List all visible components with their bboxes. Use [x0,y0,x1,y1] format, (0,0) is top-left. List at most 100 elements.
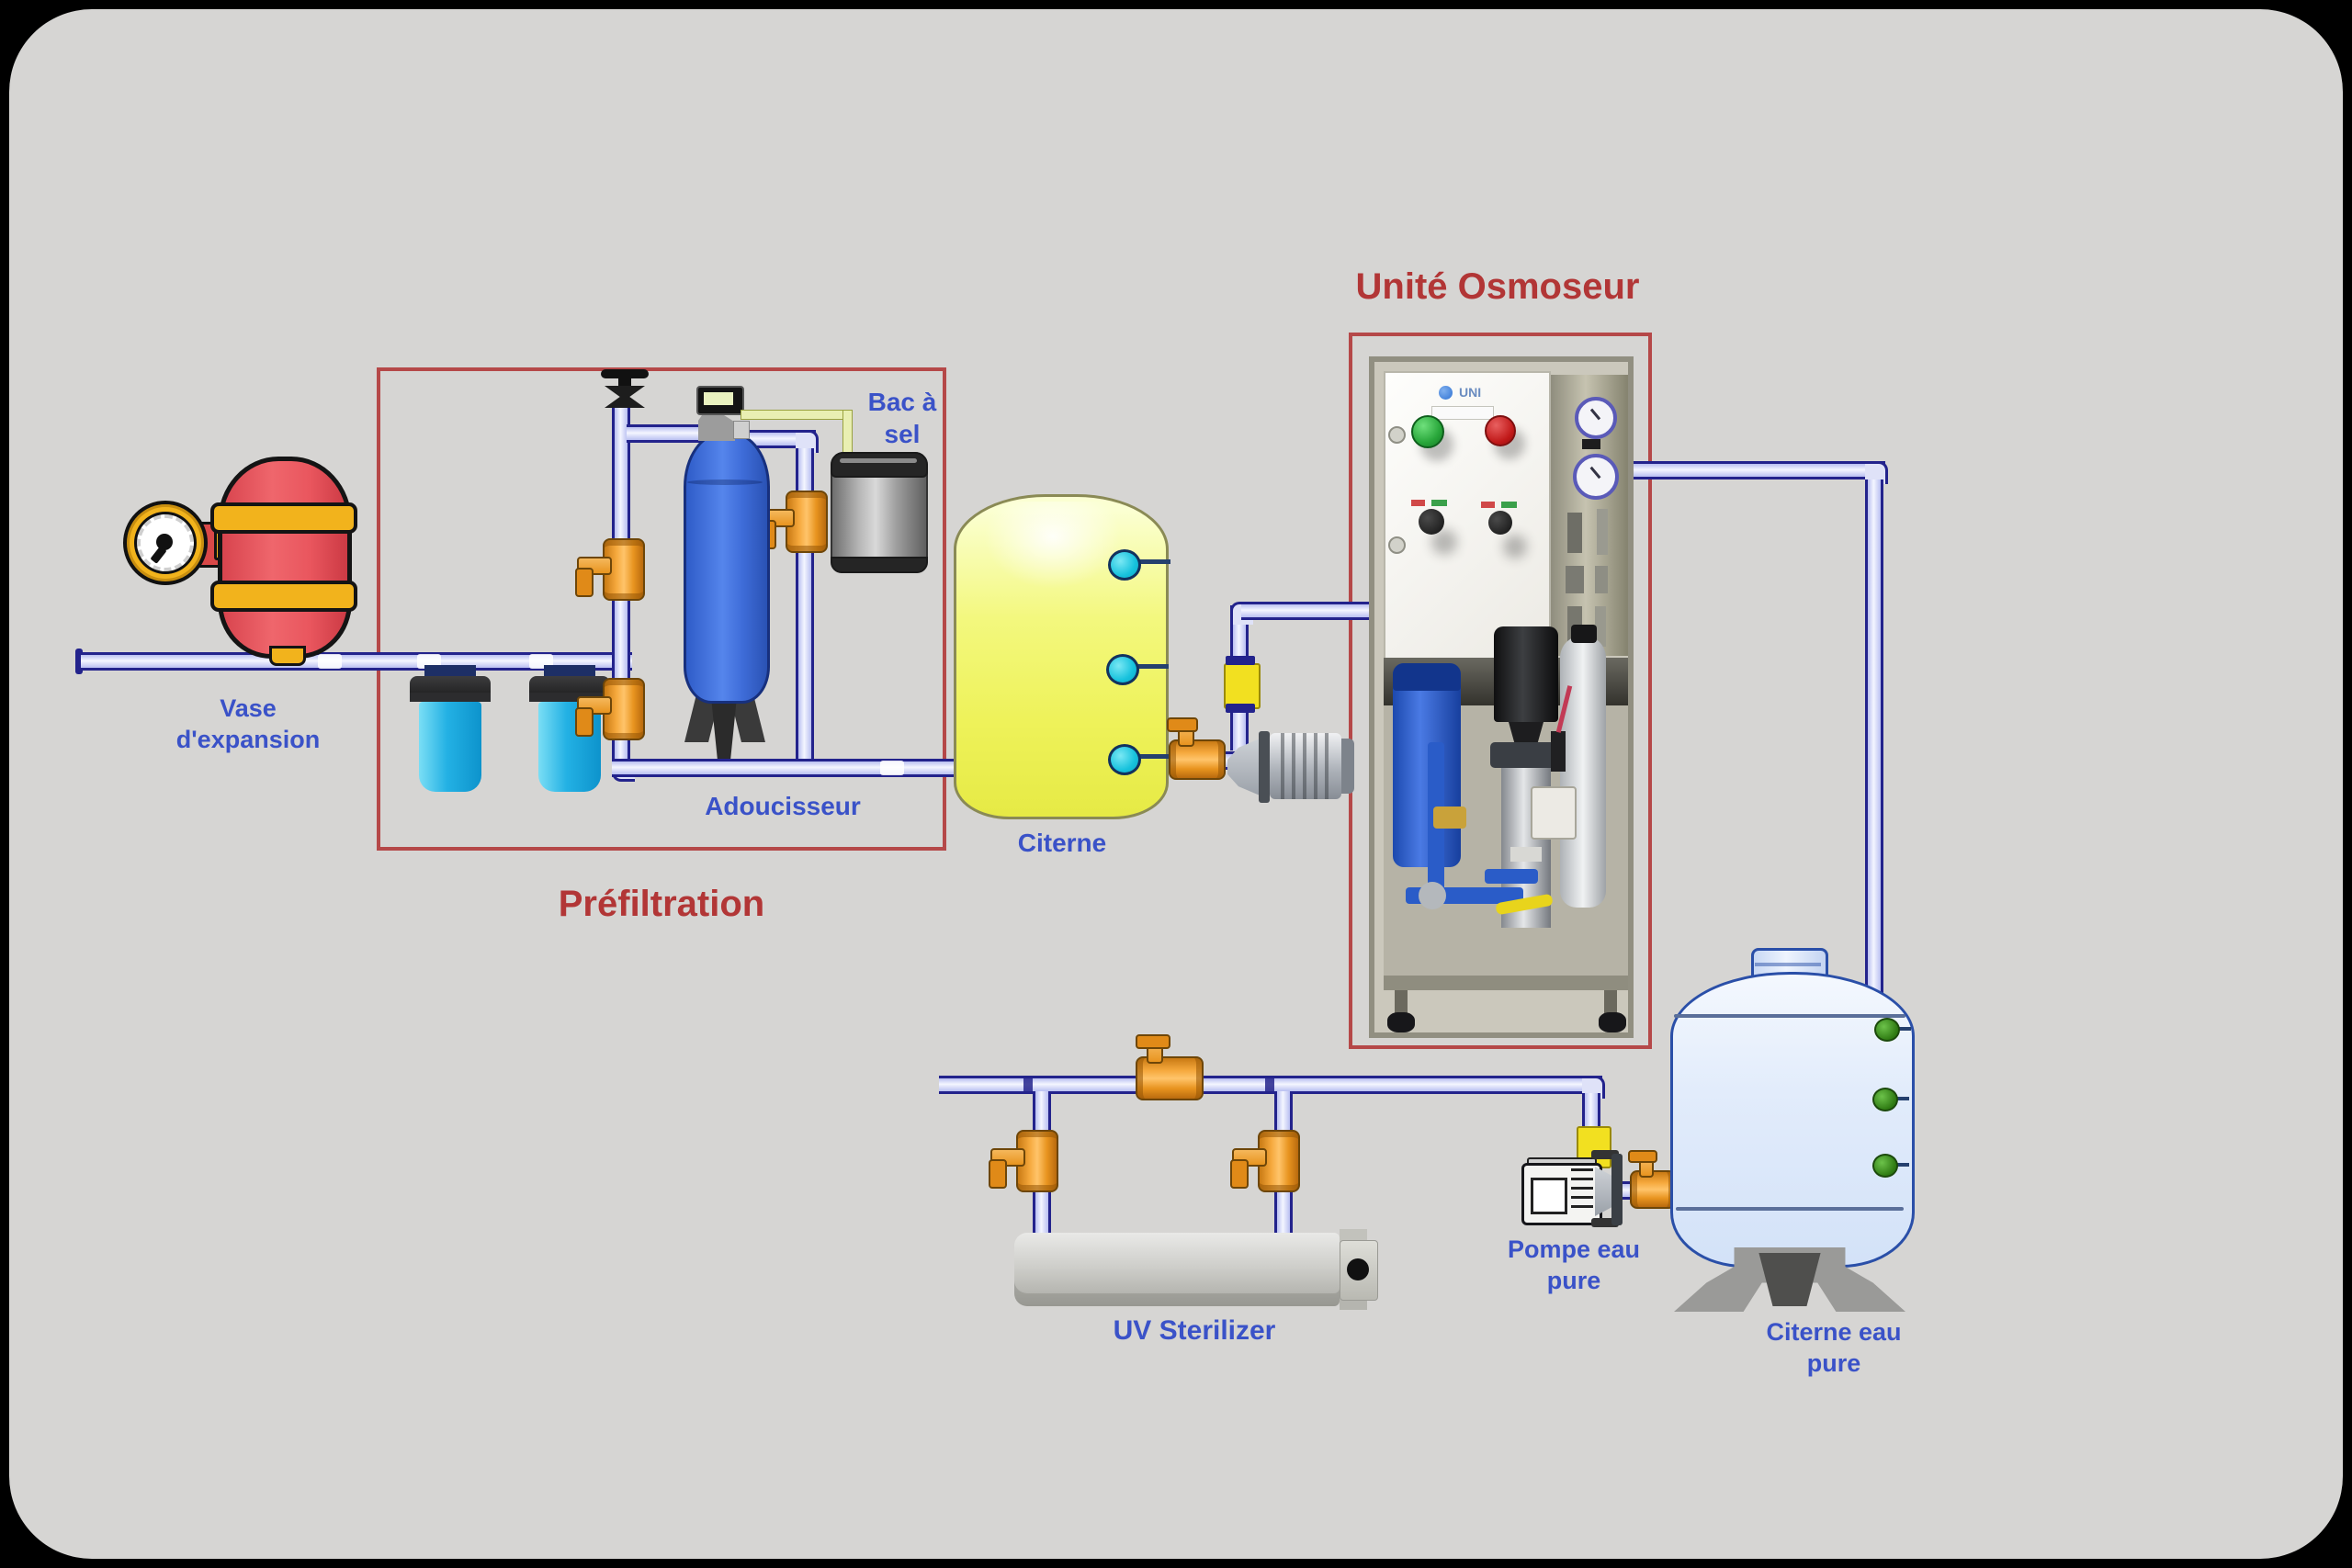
valve-body [1169,739,1226,780]
valve-handle [575,707,594,737]
sensor-wire [1891,1027,1911,1031]
sensor-wire [1132,559,1170,564]
uv-drop-pipe-right [1274,1091,1293,1135]
caster-wheel [1387,1012,1415,1032]
osmoseur-box [1349,333,1652,1049]
valve-stem [618,377,631,388]
fitting [1595,566,1608,593]
pipe-joint [880,761,904,775]
ro-membrane-vessel [1560,636,1606,908]
ro-pump-label [1510,847,1542,862]
softener-unit [680,381,946,767]
knob-indicator-green [1501,502,1517,508]
cistern-label: Citerne [1017,829,1107,857]
softener-top-pipe [627,424,718,443]
expansion-vessel-label: Vase d'expansion [175,694,321,753]
uv-sterilizer-label: UV Sterilizer [1113,1315,1276,1346]
ro-bottom-bar [1384,976,1628,990]
ro-feed-pipe [1241,602,1375,620]
sensor-wire [1130,664,1169,669]
ro-logo-icon [1439,386,1453,400]
pump-motor-fins [1281,733,1332,799]
uv-sterilizer [1014,1233,1340,1306]
silver-elbow [1419,882,1446,909]
caster-wheel [1599,1012,1626,1032]
tank-body [218,457,352,659]
pure-water-pump-label: Pompe eau pure [1507,1235,1641,1294]
valve-handle [1628,1150,1657,1163]
sensor-wire [1132,754,1170,759]
filter-cartridge-1 [410,665,491,794]
valve-handle-bar [601,369,649,378]
softener-label: Adoucisseur [705,792,861,820]
ro-start-button [1411,415,1444,448]
valve-body [1630,1170,1676,1209]
cistern-shine [984,502,1122,589]
filter-cartridge-2 [529,665,610,794]
cistern-feed-pipe [612,759,961,777]
pump-coupling [1259,731,1270,803]
diagram-background: Vase d'expansion Adouc [9,9,2343,1559]
pipe-collar [1226,704,1255,713]
ro-pipe-blue-h2 [1485,869,1538,884]
ro-control-box [1531,786,1577,840]
level-sensor-cyan [1106,654,1139,685]
prefiltration-title: Préfiltration [558,884,765,924]
gauge-face [137,514,194,571]
pure-water-pump [1521,1148,1632,1231]
pressure-gauge-icon [1573,454,1619,500]
inline-flow-meter [1224,663,1261,709]
ro-logo-text: UNI [1459,385,1482,400]
sensor-wire [1889,1163,1909,1167]
pump-impeller-wing [1591,1218,1619,1227]
filter-bowl [419,702,481,792]
pure-tank-down-pipe [1865,479,1883,994]
uv-end-port [1347,1258,1369,1280]
valve-bowtie-body [605,386,645,408]
salt-tank-lid [831,452,928,478]
brass-fitting [1433,807,1466,829]
panel-screw [1388,426,1406,444]
salt-tank-label: Bac à sel [867,388,937,448]
pipe-tee-mark [1265,1076,1274,1094]
pure-water-cistern [1663,942,1920,1328]
prefiltration-box [377,367,946,851]
valve-handle [1230,1159,1249,1189]
fitting [1597,509,1608,555]
main-feed-pipe [81,652,632,671]
uv-drop-pipe-left-lower [1033,1187,1051,1236]
tank-body [1670,972,1915,1268]
pump-motor-fins [1571,1168,1593,1214]
valve-handle [1136,1034,1170,1049]
brine-line-h [741,410,853,420]
pressure-gauge-icon [1575,397,1617,439]
tank-foot [269,646,306,666]
transfer-pump [1227,726,1356,808]
pump-front-box [1531,1178,1567,1214]
valve-handle [575,568,594,597]
tank-band-top [210,502,357,534]
housing-cap [1393,663,1461,691]
pure-water-cistern-label: Citerne eau pure [1766,1318,1902,1377]
ro-pump-motor [1494,626,1558,722]
tank-neck-line [1755,963,1821,966]
salt-tank [831,452,928,573]
gauge-needle [1589,466,1601,479]
knob-indicator-red [1411,500,1425,506]
softener-display-screen [704,392,733,405]
gauge-valve-block [1582,439,1600,449]
ro-knob [1488,511,1512,535]
ro-pump-clamp [1490,742,1562,768]
pump-impeller-blade [1611,1154,1623,1225]
flow-meter [1595,606,1606,647]
ro-control-panel: UNI [1384,371,1551,660]
softener-tank [684,432,770,704]
feed-cistern [954,494,1169,819]
gate-valve [597,367,652,410]
pure-pump-inlet-pipe [1582,1093,1600,1130]
level-sensor-green [1874,1018,1900,1042]
uv-drop-pipe-left [1033,1091,1051,1135]
level-sensor-cyan [1108,549,1141,581]
membrane-top-fitting [1571,625,1597,643]
